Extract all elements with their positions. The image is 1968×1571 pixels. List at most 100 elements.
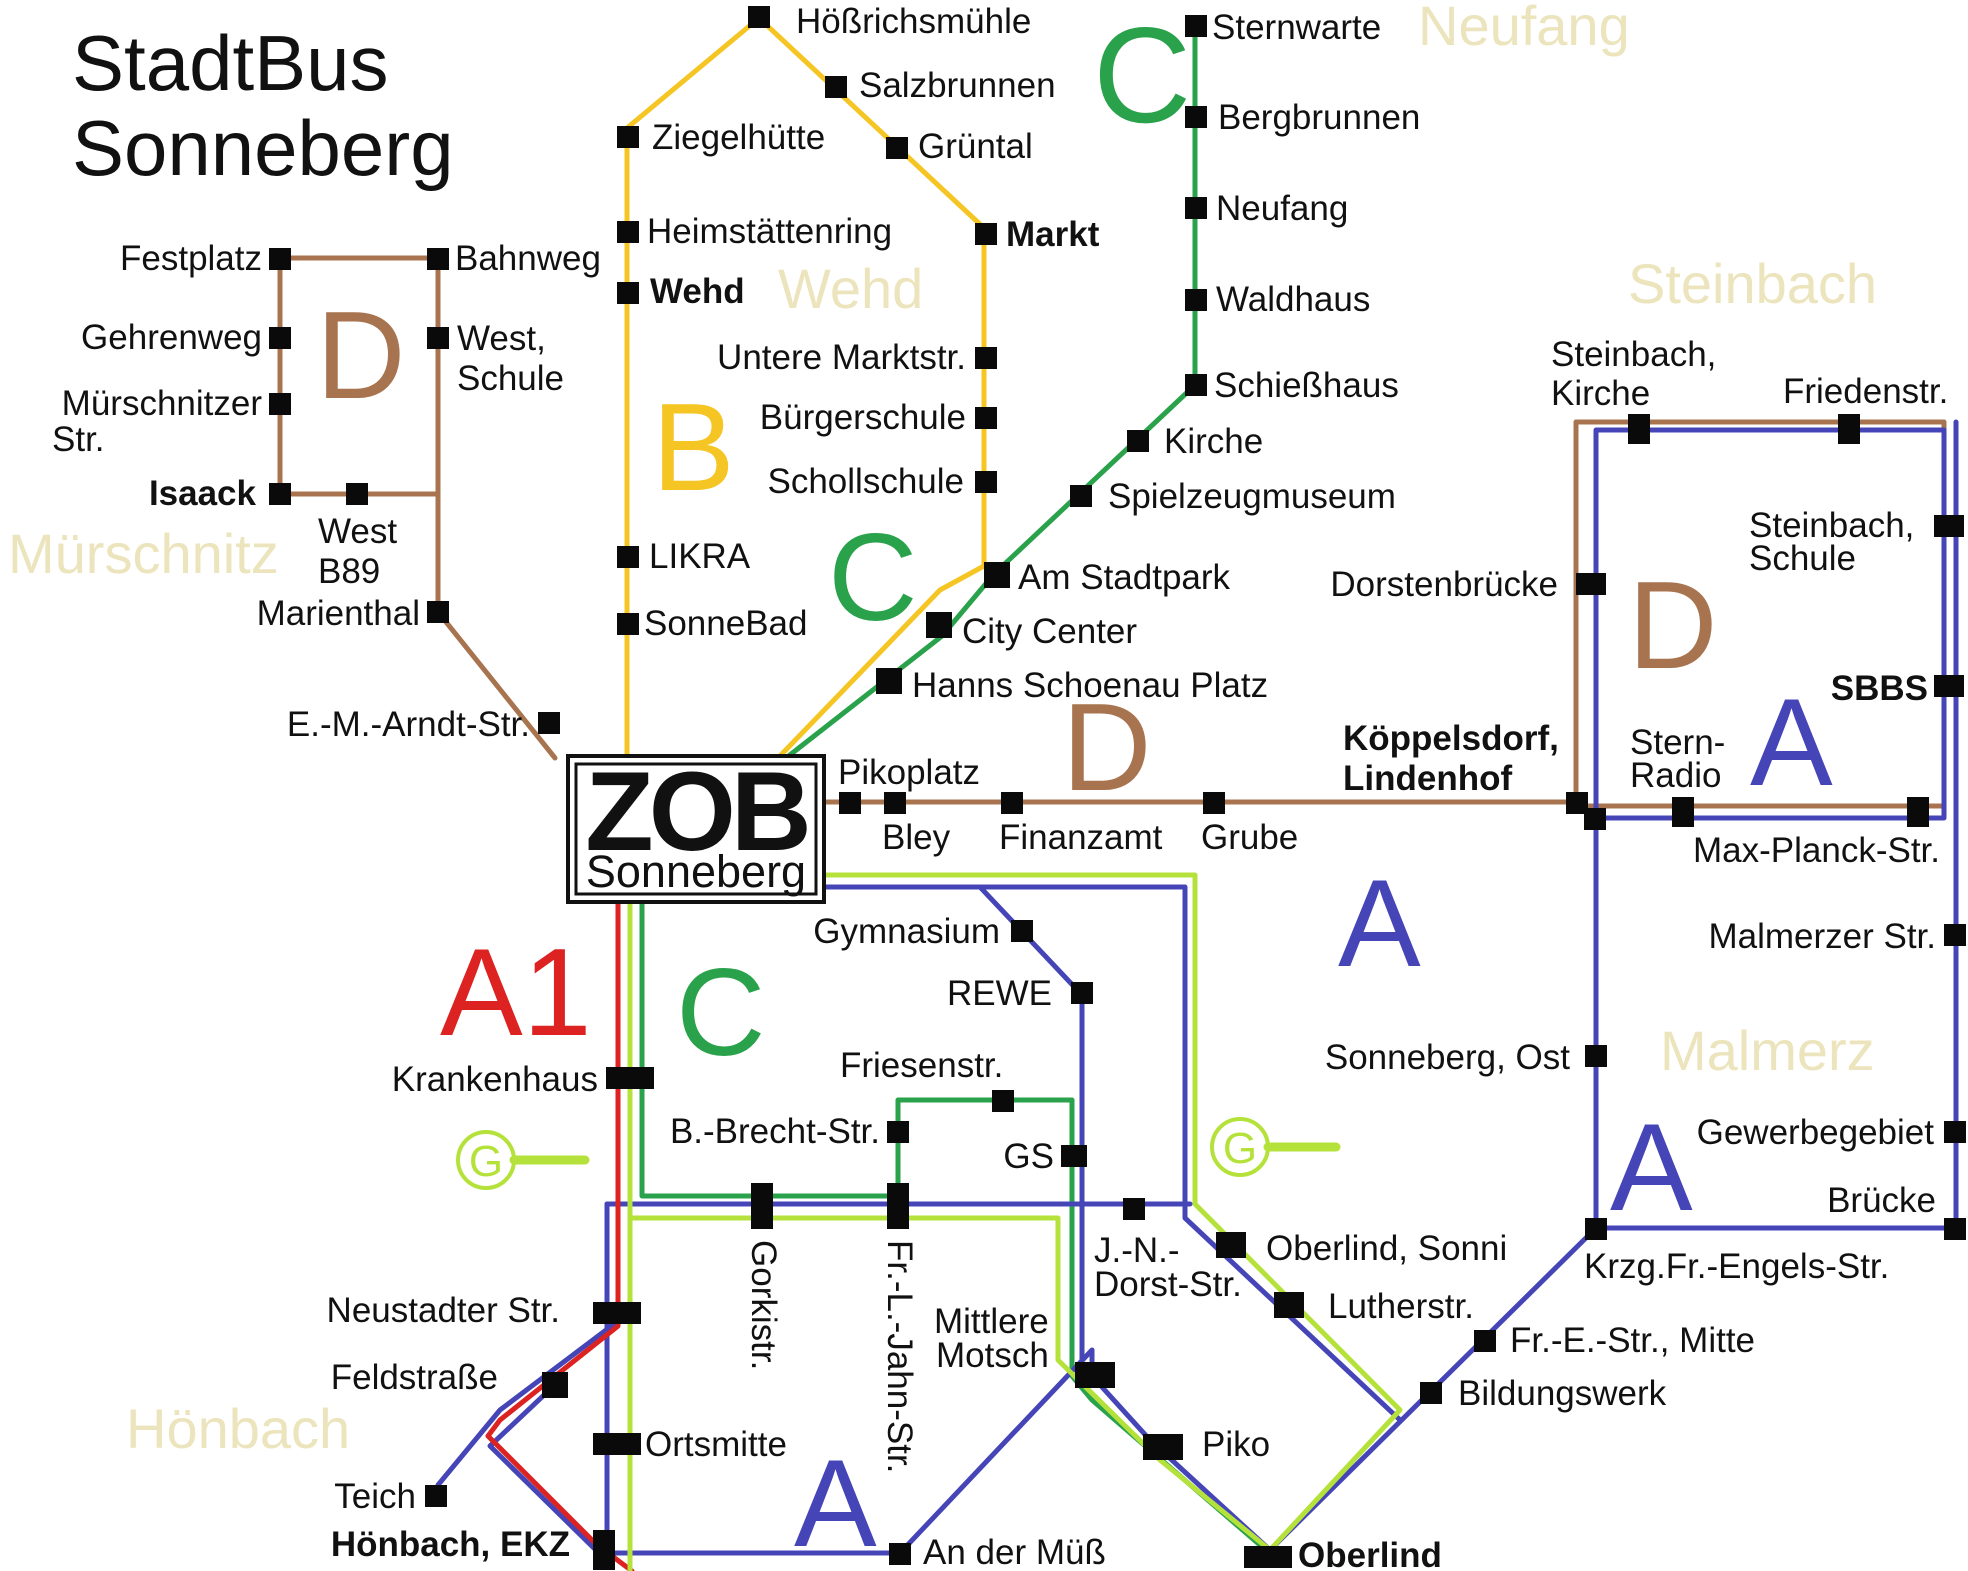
stop-muerschnitzer-str[interactable] xyxy=(269,393,291,415)
stop-gs[interactable] xyxy=(1061,1145,1087,1167)
stop-labels: Hößrichsmühle Salzbrunnen Ziegelhütte Gr… xyxy=(52,2,1948,1571)
stop-friedenstr[interactable] xyxy=(1838,414,1860,444)
stop-marienthal[interactable] xyxy=(427,601,449,623)
stop-ortsmitte[interactable] xyxy=(593,1433,641,1455)
stop-finanzamt[interactable] xyxy=(1001,792,1023,814)
stop-grube[interactable] xyxy=(1203,792,1225,814)
stop-wehd[interactable] xyxy=(617,282,639,304)
stop-teich[interactable] xyxy=(425,1485,447,1507)
stop-ziegelhuette[interactable] xyxy=(617,126,639,148)
stop-buergerschule[interactable] xyxy=(975,407,997,429)
label-jn-dorst-str-2: Dorst-Str. xyxy=(1094,1265,1242,1304)
route-a-oberlind-sonni xyxy=(812,884,1403,1423)
stop-lutherstr[interactable] xyxy=(1274,1292,1304,1318)
district-muerschnitz: Mürschnitz xyxy=(8,522,279,585)
stop-salzbrunnen[interactable] xyxy=(825,76,847,98)
stop-malmerzer-str[interactable] xyxy=(1944,924,1966,946)
label-steinbach-kirche-2: Kirche xyxy=(1551,374,1650,413)
line-label-b: B xyxy=(652,379,735,517)
label-kirche: Kirche xyxy=(1164,422,1263,461)
stop-dorstenbruecke[interactable] xyxy=(1576,573,1606,595)
zob-hub[interactable]: ZOB Sonneberg xyxy=(566,749,826,904)
line-label-a-malmerz: A xyxy=(1610,1099,1693,1237)
stop-steinbach-schule[interactable] xyxy=(1934,515,1964,537)
label-koeppelsdorf-2: Lindenhof xyxy=(1343,759,1512,798)
stop-fr-l-jahn-str[interactable] xyxy=(887,1183,909,1229)
stop-sternwarte[interactable] xyxy=(1185,15,1207,37)
stop-isaack[interactable] xyxy=(269,483,291,505)
district-wehd: Wehd xyxy=(778,257,923,320)
stop-hoessrichsmuehle[interactable] xyxy=(748,6,770,28)
stop-bbrecht-str[interactable] xyxy=(887,1121,909,1143)
stop-friesenstr[interactable] xyxy=(992,1090,1014,1112)
stop-bergbrunnen[interactable] xyxy=(1185,106,1207,128)
route-a-hoenbach-inner xyxy=(487,1377,609,1563)
stop-heimstaettenring[interactable] xyxy=(617,221,639,243)
line-label-a-south: A xyxy=(794,1435,877,1571)
stop-gewerbegebiet[interactable] xyxy=(1944,1121,1966,1143)
label-west-schule-2: Schule xyxy=(457,359,564,398)
stop-gorkistr[interactable] xyxy=(751,1183,773,1229)
label-sonnebad: SonneBad xyxy=(644,604,807,643)
district-hoenbach: Hönbach xyxy=(126,1397,350,1460)
stop-city-center[interactable] xyxy=(926,612,952,638)
label-wehd: Wehd xyxy=(650,272,745,311)
stop-krzg-fr-engels-str[interactable] xyxy=(1585,1218,1607,1240)
stop-spielzeugmuseum[interactable] xyxy=(1070,485,1092,507)
label-teich: Teich xyxy=(334,1477,416,1516)
stop-am-stadtpark[interactable] xyxy=(984,562,1010,588)
stop-jn-dorst-str[interactable] xyxy=(1123,1198,1145,1220)
stop-em-arndt-str[interactable] xyxy=(538,712,560,734)
stop-festplatz[interactable] xyxy=(269,248,291,270)
line-label-d-east: D xyxy=(1628,557,1718,695)
stop-sonnebad[interactable] xyxy=(617,613,639,635)
label-gewerbegebiet: Gewerbegebiet xyxy=(1697,1113,1935,1152)
district-labels: Neufang Wehd Steinbach Mürschnitz Malmer… xyxy=(8,0,1877,1460)
stop-neustadter-str[interactable] xyxy=(593,1302,641,1324)
stop-gruental[interactable] xyxy=(886,137,908,159)
stop-gehrenweg[interactable] xyxy=(269,327,291,349)
stop-an-der-muess[interactable] xyxy=(889,1543,911,1565)
stop-bruecke[interactable] xyxy=(1944,1218,1966,1240)
stop-fr-e-str-mitte[interactable] xyxy=(1474,1330,1496,1352)
stop-untere-marktstr[interactable] xyxy=(975,347,997,369)
stop-west-b89[interactable] xyxy=(346,483,368,505)
stop-koeppelsdorf-a[interactable] xyxy=(1584,808,1606,830)
stop-west-schule[interactable] xyxy=(427,327,449,349)
stop-oberlind-sonni[interactable] xyxy=(1216,1232,1246,1258)
stop-waldhaus[interactable] xyxy=(1185,289,1207,311)
label-spielzeugmuseum: Spielzeugmuseum xyxy=(1108,477,1396,516)
label-stern-radio-2: Radio xyxy=(1630,756,1721,795)
stop-markt[interactable] xyxy=(975,223,997,245)
stop-schollschule[interactable] xyxy=(975,471,997,493)
route-c-south xyxy=(639,875,1278,1561)
stop-mittlere-motsch[interactable] xyxy=(1075,1362,1115,1388)
stop-sonneberg-ost[interactable] xyxy=(1585,1045,1607,1067)
stop-steinbach-kirche[interactable] xyxy=(1628,414,1650,444)
label-west-b89-1: West xyxy=(318,512,397,551)
stop-hoenbach-ekz[interactable] xyxy=(593,1530,615,1570)
stop-bley[interactable] xyxy=(884,792,906,814)
stop-pikoplatz[interactable] xyxy=(839,792,861,814)
stop-koeppelsdorf-lindenhof[interactable] xyxy=(1566,792,1588,814)
stop-hanns-schoenau-platz[interactable] xyxy=(876,668,902,694)
stop-bahnweg[interactable] xyxy=(427,248,449,270)
stop-max-planck-str[interactable] xyxy=(1907,797,1929,827)
stop-gymnasium[interactable] xyxy=(1011,920,1033,942)
label-west-schule-1: West, xyxy=(457,319,546,358)
stop-schiesshaus[interactable] xyxy=(1185,374,1207,396)
label-isaack: Isaack xyxy=(149,474,257,513)
stop-rewe[interactable] xyxy=(1071,982,1093,1004)
label-krzg-fr-engels-str: Krzg.Fr.-Engels-Str. xyxy=(1584,1247,1889,1286)
stop-stern-radio[interactable] xyxy=(1672,797,1694,827)
stop-oberlind[interactable] xyxy=(1244,1546,1292,1568)
stop-feldstrasse[interactable] xyxy=(542,1372,568,1398)
stop-sbbs[interactable] xyxy=(1934,675,1964,697)
stop-kirche[interactable] xyxy=(1127,430,1149,452)
stops xyxy=(269,6,1966,1570)
stop-piko[interactable] xyxy=(1143,1434,1183,1460)
stop-neufang[interactable] xyxy=(1185,197,1207,219)
stop-bildungswerk[interactable] xyxy=(1420,1382,1442,1404)
stop-krankenhaus[interactable] xyxy=(606,1067,654,1089)
stop-likra[interactable] xyxy=(617,546,639,568)
